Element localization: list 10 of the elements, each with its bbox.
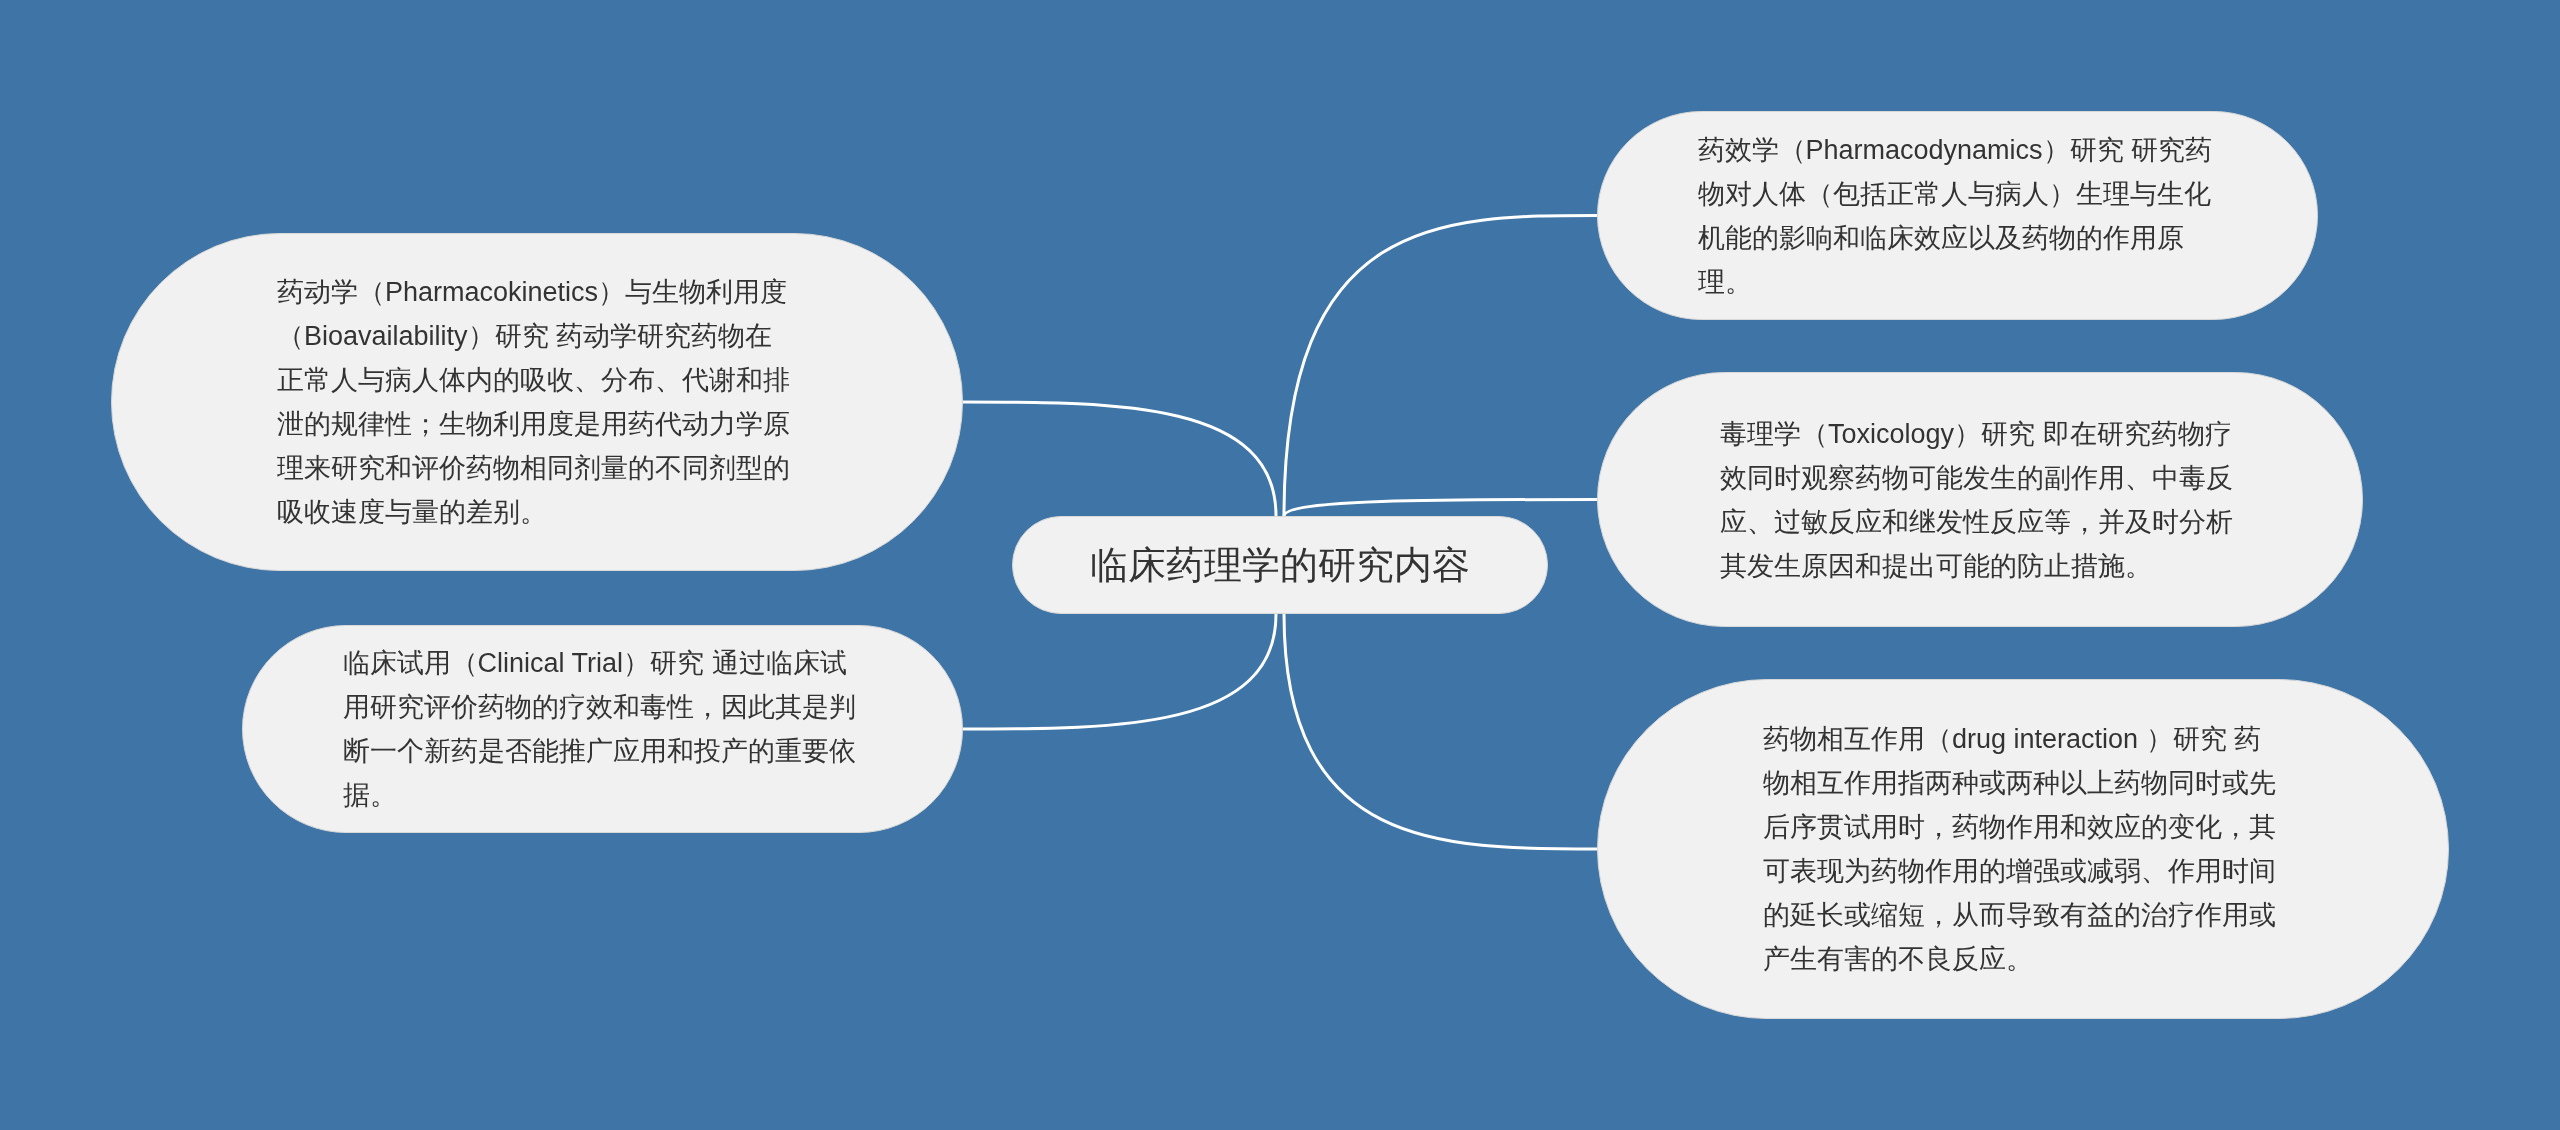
subtopic-text: 临床试用（Clinical Trial）研究 通过临床试用研究评价药物的疗效和毒性，因此其是判断一个新药是否能推广应用和投产的重要依据。	[342, 647, 857, 812]
subtopic-text: 毒理学（Toxicology）研究 即在研究药物疗效同时观察药物可能发生的副作用、中毒反应、过敏反应和继发性反应等，并及时分析其发生原因和提出可能的防止措施。	[1720, 417, 2234, 583]
connector-line	[963, 613, 1278, 731]
subtopic-text: 药效学（Pharmacodynamics）研究 研究药物对人体（包括正常人与病人）生理与生化机能的影响和临床效应以及药物的作用原理。	[1697, 133, 2214, 299]
subtopic-text: 药动学（Pharmacokinetics）与生物利用度（Bioavailability）研究 药动学研究药物在正常人与病人体内的吸收、分布、代谢和排泄的规律性；生物利用度是用药代动力学原理来研究和评价药物相同剂量的不同剂型的吸收速度与量的差别。	[277, 276, 791, 529]
connector-line	[1282, 613, 1597, 851]
topic-text: 临床药理学的研究内容	[1089, 543, 1471, 588]
connector-line	[1282, 498, 1597, 517]
connector-line	[963, 400, 1278, 517]
subtopic-text: 药物相互作用（drug interaction ）研究 药物相互作用指两种或两种以上药物同时或先后序贯试用时，药物作用和效应的变化，其可表现为药物作用的增强或减弱、作用时间的延长或缩短，从而导致有益的治疗作用或产生有害的不良反应。	[1763, 723, 2277, 976]
